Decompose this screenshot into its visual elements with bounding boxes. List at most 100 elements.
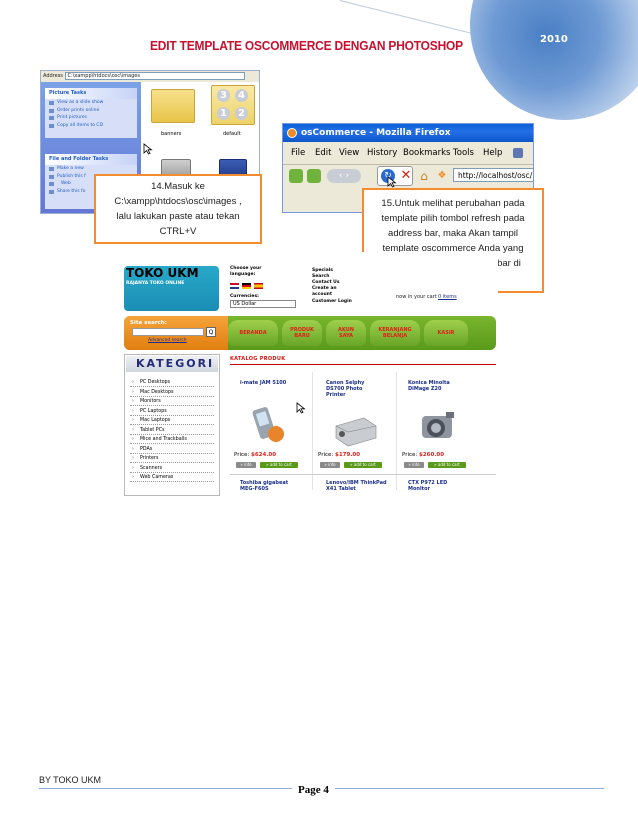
cart-text: now in your cart <box>396 294 437 300</box>
nav-tab-produk-baru[interactable]: PRODUK BARU <box>282 320 322 346</box>
info-button[interactable]: » info <box>236 462 256 468</box>
printer-product-image[interactable] <box>330 412 380 448</box>
task-item[interactable]: Order prints online <box>45 107 137 115</box>
category-item[interactable]: Web Cameras <box>130 473 214 483</box>
nav-tab-label: AKUN SAYA <box>338 327 354 339</box>
shop-screenshot: TOKO UKM RAJANYA TOKO ONLINE Choose your… <box>112 252 498 498</box>
product-name[interactable]: Lenovo/IBM ThinkPad X41 Tablet <box>326 480 390 492</box>
pda-product-image[interactable] <box>250 402 290 450</box>
price-value: $260.00 <box>419 452 445 458</box>
shop-logo-tagline: RAJANYA TOKO ONLINE <box>126 281 185 286</box>
menu-edit[interactable]: Edit <box>315 148 332 158</box>
firefox-logo-icon <box>287 128 297 138</box>
search-label: Site search: <box>130 320 167 326</box>
task-item[interactable]: Publish this f <box>45 173 137 181</box>
callout-line: 15.Untuk melihat perubahan pada <box>381 198 525 209</box>
firefox-menu-bar: File Edit View History Bookmarks Tools H… <box>283 144 533 162</box>
nav-tab-kasir[interactable]: KASIR <box>424 320 468 346</box>
menu-file[interactable]: File <box>291 148 306 158</box>
flag-spanish-icon[interactable] <box>254 283 263 289</box>
column-divider <box>312 372 313 490</box>
nav-tab-akun-saya[interactable]: AKUN SAYA <box>326 320 366 346</box>
menu-tools[interactable]: Tools <box>453 148 474 158</box>
catalog-divider <box>230 364 496 365</box>
folder-label: banners <box>161 131 182 137</box>
link-create-account[interactable]: Create an account <box>312 286 337 297</box>
info-button[interactable]: » info <box>404 462 424 468</box>
back-forward-button[interactable]: ‹ › <box>327 169 361 183</box>
task-item[interactable]: Copy all items to CD <box>45 122 137 130</box>
shop-logo[interactable] <box>124 266 219 311</box>
product-name-text: Toshiba gigabeat MEG-F60S <box>240 480 289 492</box>
product-name[interactable]: CTX P972 LED Monitor <box>408 480 462 492</box>
add-to-cart-button[interactable]: » add to cart <box>428 462 466 468</box>
link-customer-login[interactable]: Customer Login <box>312 299 352 304</box>
price-value: $624.00 <box>251 452 277 458</box>
category-item[interactable]: PDAs <box>130 445 214 454</box>
page-title: EDIT TEMPLATE OSCOMMERCE DENGAN PHOTOSHO… <box>150 38 463 53</box>
explorer-address-bar: Address C:\xampp\htdocs\osc\images <box>41 71 259 82</box>
category-item[interactable]: Printers <box>130 454 214 464</box>
link-search[interactable]: Search <box>312 274 330 279</box>
nav-tab-label: BERANDA <box>239 330 267 336</box>
category-item[interactable]: PC Desktops <box>130 378 214 388</box>
stop-icon[interactable]: ✕ <box>400 168 412 183</box>
category-item[interactable]: Scanners <box>130 464 214 473</box>
menu-history[interactable]: History <box>367 148 398 158</box>
home-icon[interactable]: ⌂ <box>420 169 428 183</box>
menu-help[interactable]: Help <box>483 148 503 158</box>
add-to-cart-button[interactable]: » add to cart <box>260 462 298 468</box>
info-button[interactable]: » info <box>320 462 340 468</box>
folder-icon[interactable] <box>151 89 195 123</box>
advanced-search-link[interactable]: Advanced search <box>148 338 187 343</box>
link-specials[interactable]: Specials <box>312 268 333 273</box>
task-item[interactable]: Print pictures <box>45 114 137 122</box>
category-item[interactable]: Monitors <box>130 397 214 407</box>
toolbar-icon[interactable] <box>307 169 321 183</box>
task-item[interactable]: View as a slide show <box>45 99 137 107</box>
category-item[interactable]: Mac Laptops <box>130 416 214 426</box>
product-name[interactable]: Toshiba gigabeat MEG-F60S <box>240 480 300 492</box>
price-label: Price: <box>318 452 334 458</box>
add-to-cart-button[interactable]: » add to cart <box>344 462 382 468</box>
page-number: Page 4 <box>292 784 335 796</box>
cart-items-link[interactable]: 0 items <box>438 294 457 300</box>
firefox-extension-icon[interactable] <box>513 148 523 158</box>
mouse-cursor-icon <box>143 143 153 155</box>
search-input[interactable] <box>132 328 204 336</box>
nav-tab-keranjang[interactable]: KERANJANG BELANJA <box>370 320 420 346</box>
menu-bookmarks[interactable]: Bookmarks <box>403 148 451 158</box>
search-button[interactable]: Q <box>206 327 216 337</box>
task-item[interactable]: Make a new <box>45 165 137 173</box>
tile-number: 4 <box>235 89 248 102</box>
product-name[interactable]: Canon Selphy DS700 Photo Printer <box>326 380 376 398</box>
flag-german-icon[interactable] <box>242 283 251 289</box>
product-name[interactable]: i-mate JAM 5100 <box>240 380 287 386</box>
folder-label: default <box>223 131 241 137</box>
toolbar-icon[interactable] <box>289 169 303 183</box>
callout-step-14: 14.Masuk ke C:\xampp\htdocs\osc\images ,… <box>94 174 262 244</box>
category-item[interactable]: Mice and Trackballs <box>130 435 214 445</box>
category-item[interactable]: Mac Desktops <box>130 388 214 397</box>
product-name[interactable]: Konica Minolta DiMage Z20 <box>408 380 458 392</box>
product-name-text: CTX P972 LED Monitor <box>408 480 448 492</box>
category-item[interactable]: Tablet PCs <box>130 426 214 435</box>
flag-english-icon[interactable] <box>230 283 239 289</box>
url-bar[interactable]: http://localhost/osc/ <box>453 168 533 182</box>
link-contact[interactable]: Contact Us <box>312 280 340 285</box>
callout-line: CTRL+V <box>159 226 197 237</box>
header-circle-decoration <box>470 0 638 120</box>
menu-view[interactable]: View <box>339 148 360 158</box>
address-field[interactable]: C:\xampp\htdocs\osc\images <box>64 71 245 80</box>
task-item[interactable]: Web <box>45 180 137 188</box>
nav-tab-beranda[interactable]: BERANDA <box>228 320 278 346</box>
currency-select[interactable]: US Dollar <box>230 300 296 308</box>
header-year: 2010 <box>540 34 568 45</box>
explorer-screenshot: Address C:\xampp\htdocs\osc\images Pictu… <box>40 70 260 214</box>
tile-number: 1 <box>217 107 230 120</box>
product-name-text: Lenovo/IBM ThinkPad X41 Tablet <box>326 480 387 492</box>
camera-product-image[interactable] <box>416 408 460 448</box>
task-item[interactable]: Share this fo <box>45 188 137 196</box>
category-item[interactable]: PC Laptops <box>130 407 214 416</box>
